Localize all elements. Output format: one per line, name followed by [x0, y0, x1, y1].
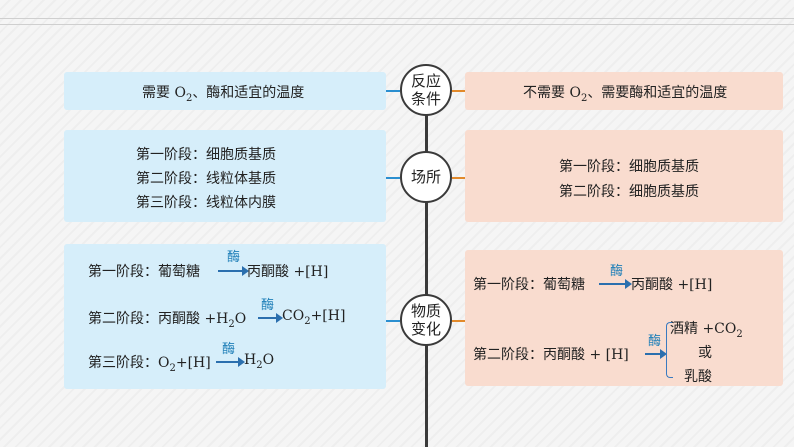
timeline-axis [425, 74, 428, 447]
node-reaction-condition: 反应 条件 [400, 64, 452, 116]
anaerobic-stage2-arrow [645, 349, 667, 359]
node-label-line: 变化 [410, 320, 441, 338]
aerobic-stage2-reactants: 第二阶段：丙酮酸 +H2O [88, 311, 247, 330]
anaerobic-change-connector [452, 320, 465, 322]
aerobic-location-stage3: 第三阶段：线粒体内膜 [136, 195, 276, 211]
node-label-line: 反应 [410, 72, 441, 90]
aerobic-location-stage2: 第二阶段：线粒体基质 [136, 171, 276, 187]
anaerobic-stage2-enzyme: 酶 [648, 334, 662, 349]
product-brace [666, 322, 673, 378]
anaerobic-stage1-arrow [599, 279, 632, 289]
aerobic-stage2-product: CO2+[H] [282, 308, 346, 327]
aerobic-location-box: 第一阶段：细胞质基质 第二阶段：线粒体基质 第三阶段：线粒体内膜 [64, 130, 386, 222]
node-label-line: 场所 [410, 168, 441, 186]
aerobic-stage2-enzyme: 酶 [261, 298, 275, 313]
anaerobic-stage1-product: 丙酮酸 +[H] [631, 277, 713, 293]
anaerobic-location-box: 第一阶段：细胞质基质 第二阶段：细胞质基质 [465, 130, 783, 222]
anaerobic-location-stage2: 第二阶段：细胞质基质 [559, 184, 699, 200]
aerobic-stage3-reactants: 第三阶段：O2+[H] [88, 355, 211, 374]
aerobic-stage3-arrow [216, 357, 245, 367]
aerobic-condition-text: 需要 O2、酶和适宜的温度 [142, 85, 305, 104]
aerobic-change-connector [386, 320, 400, 322]
aerobic-stage2-arrow [258, 313, 283, 323]
anaerobic-product-or: 或 [698, 345, 712, 361]
anaerobic-stage2-reactants: 第二阶段：丙酮酸 + [H] [473, 347, 629, 363]
top-rule [0, 18, 794, 19]
anaerobic-condition-box: 不需要 O2、需要酶和适宜的温度 [465, 72, 783, 110]
aerobic-stage1-label: 第一阶段：葡萄糖 [88, 264, 200, 280]
aerobic-condition-connector [386, 90, 400, 92]
anaerobic-change-box: 第一阶段：葡萄糖 酶 丙酮酸 +[H] 第二阶段：丙酮酸 + [H] 酶 酒精 … [465, 250, 783, 386]
node-location: 场所 [400, 151, 452, 203]
top-rule-2 [0, 24, 794, 25]
aerobic-location-connector [386, 177, 400, 179]
aerobic-stage1-enzyme: 酶 [227, 250, 241, 265]
anaerobic-condition-text: 不需要 O2、需要酶和适宜的温度 [523, 85, 728, 104]
aerobic-stage3-product: H2O [244, 352, 275, 371]
aerobic-stage1-product: 丙酮酸 +[H] [247, 264, 329, 280]
aerobic-stage3-enzyme: 酶 [222, 342, 236, 357]
anaerobic-location-stage1: 第一阶段：细胞质基质 [559, 159, 699, 175]
aerobic-location-stage1: 第一阶段：细胞质基质 [136, 147, 276, 163]
aerobic-condition-box: 需要 O2、酶和适宜的温度 [64, 72, 386, 110]
anaerobic-location-connector [452, 177, 465, 179]
anaerobic-stage1-label: 第一阶段：葡萄糖 [473, 277, 585, 293]
aerobic-change-box: 第一阶段：葡萄糖 酶 丙酮酸 +[H] 第二阶段：丙酮酸 +H2O 酶 CO2+… [64, 244, 386, 389]
anaerobic-stage1-enzyme: 酶 [610, 264, 624, 279]
node-label-line: 条件 [410, 90, 441, 108]
node-substance-change: 物质 变化 [400, 294, 452, 346]
anaerobic-product-lactic: 乳酸 [684, 369, 712, 385]
anaerobic-product-alcohol: 酒精 +CO2 [670, 321, 743, 340]
aerobic-stage1-arrow [218, 266, 249, 276]
anaerobic-condition-connector [452, 90, 465, 92]
node-label-line: 物质 [410, 302, 441, 320]
